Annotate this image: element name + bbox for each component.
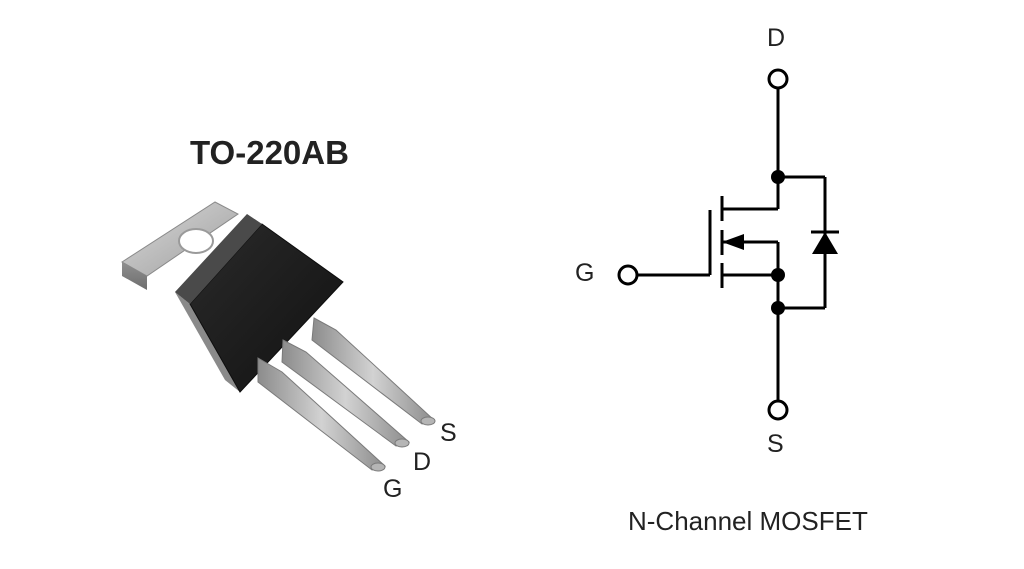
source-terminal xyxy=(767,399,789,421)
junction-dot xyxy=(771,170,785,184)
mounting-hole xyxy=(178,228,214,254)
heatsink-tab xyxy=(121,201,239,290)
lead-g xyxy=(257,357,386,472)
body-arrow xyxy=(722,234,744,250)
drain-terminal xyxy=(767,68,789,90)
junction-dot xyxy=(771,301,785,315)
package-title: TO-220AB xyxy=(190,134,349,171)
source-label: S xyxy=(767,430,784,458)
gate-label: G xyxy=(575,259,595,287)
gate-terminal xyxy=(617,264,639,286)
body-diode xyxy=(812,232,838,254)
pin-label-s: S xyxy=(440,419,457,447)
pin-label-d: D xyxy=(413,448,432,476)
pin-label-g: G xyxy=(383,475,403,503)
package-leads xyxy=(257,317,436,472)
drain-label: D xyxy=(767,24,786,52)
junction-dot xyxy=(771,268,785,282)
lead-s xyxy=(311,317,436,426)
package-body xyxy=(175,214,344,393)
schematic-caption: N-Channel MOSFET xyxy=(628,506,868,536)
mosfet-schematic-symbol xyxy=(617,68,839,421)
lead-d xyxy=(281,339,411,448)
